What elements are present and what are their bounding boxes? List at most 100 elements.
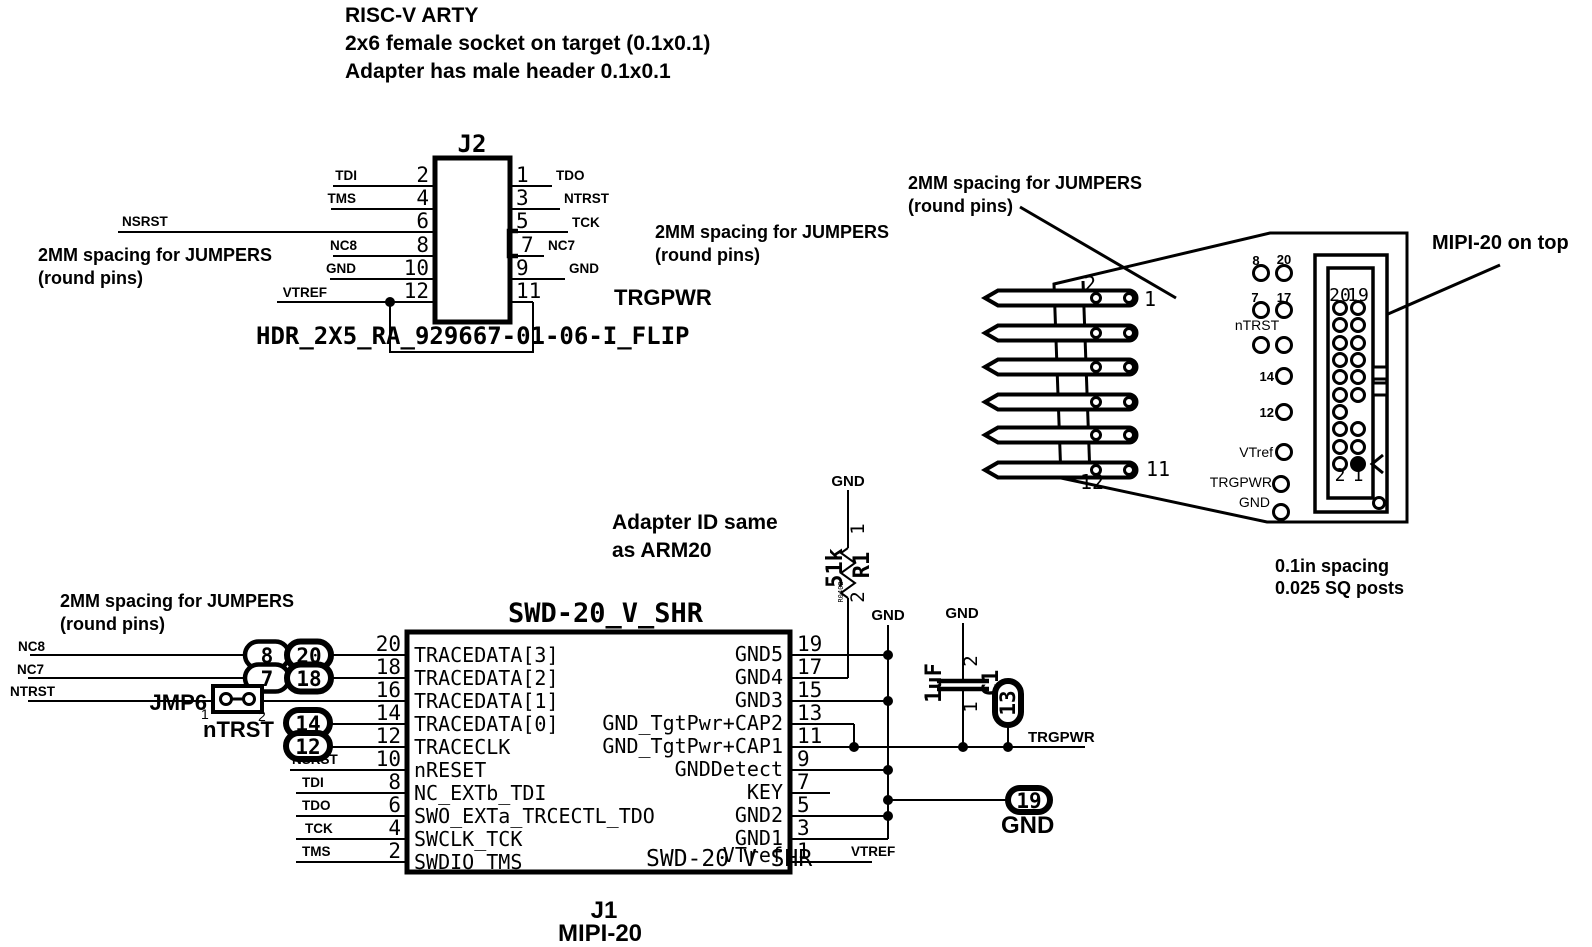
- j1-subtitle: MIPI-20: [558, 920, 642, 947]
- note-2mm-left-1: 2MM spacing for JUMPERS: [38, 245, 272, 265]
- c1-value: 1uF: [922, 663, 947, 703]
- jumper-marker-label: 13: [996, 690, 1020, 715]
- j1-pin-name: GND_TgtPwr+CAP2: [602, 711, 783, 735]
- net-label-tms: TMS: [302, 844, 331, 859]
- note-spacing-1: 0.1in spacing: [1275, 556, 1389, 576]
- jumper-marker-label: 18: [296, 667, 321, 691]
- connector-hole: [1332, 439, 1348, 455]
- connector-notch: [1371, 381, 1389, 397]
- jumper-pin: [980, 357, 1139, 377]
- j1-pin-name: TRACEDATA[3]: [414, 643, 559, 667]
- j2-pin-number: 6: [416, 209, 429, 233]
- jmp6-pin1-number: 1: [201, 706, 209, 722]
- j1-symbol-box: [404, 629, 793, 875]
- connector-hole: [1350, 421, 1366, 437]
- r1-pin2-number: 2: [847, 591, 869, 602]
- connector-hole: [1350, 300, 1366, 316]
- j1-pin-number: 17: [797, 655, 822, 679]
- j1-pin-name: KEY: [747, 780, 783, 804]
- j1-pin-name: TRACECLK: [414, 735, 510, 759]
- j1-symbol-title: SWD-20_V_SHR: [508, 598, 704, 629]
- pad-label: 7: [1251, 290, 1258, 305]
- j1-pin-name: TRACEDATA[2]: [414, 666, 559, 690]
- junction-dot: [883, 765, 893, 775]
- j1-pin-number: 3: [797, 816, 810, 840]
- pin-hole: [1090, 429, 1102, 441]
- pad-20: [1275, 264, 1293, 282]
- trgpwr-net-label: TRGPWR: [1028, 729, 1095, 746]
- jumper-pin1-label: 1: [1144, 287, 1156, 311]
- j1-pin-number: 19: [797, 632, 822, 656]
- j2-pin-number: 3: [516, 186, 529, 210]
- trgpwr-flag-label: TRGPWR: [614, 285, 712, 310]
- junction-dot: [883, 811, 893, 821]
- net-label-ntrst: NTRST: [10, 684, 56, 699]
- net-label-nc8: NC8: [330, 238, 357, 253]
- connector-hole: [1332, 369, 1348, 385]
- r1-gnd-label: GND: [831, 473, 865, 490]
- pad-12: [1275, 403, 1293, 421]
- pin-hole: [1123, 292, 1135, 304]
- gnd-bus-label: GND: [871, 607, 905, 624]
- j2-pin-number: 7: [521, 233, 534, 257]
- callout-line-jumpers: [1019, 205, 1177, 300]
- connector-index-hole: [1372, 496, 1386, 510]
- j2-footprint-label: HDR_2X5_RA_929667-01-06-I_FLIP: [256, 322, 689, 350]
- j1-pin-number: 14: [376, 701, 401, 725]
- note-2mm-left-2: (round pins): [38, 268, 143, 288]
- j1-pin-name: SWCLK_TCK: [414, 827, 522, 851]
- c1-capacitor: GND 1uF 2 C1 1: [922, 605, 1004, 747]
- connector-hole: [1332, 317, 1348, 333]
- connector-pin1-label: 1: [1353, 465, 1364, 486]
- j2-pin-number: 5: [516, 209, 529, 233]
- c1-pin1-number: 1: [960, 701, 982, 712]
- j2-pin-number: 8: [416, 233, 429, 257]
- note-2mm-top-2: (round pins): [908, 196, 1013, 216]
- j1-pin-name: SWO_EXTa_TRCECTL_TDO: [414, 804, 655, 828]
- net-label-tdi: TDI: [302, 775, 324, 790]
- junction-dot: [883, 696, 893, 706]
- j1-section: 2MM spacing for JUMPERS (round pins) Ada…: [10, 473, 1095, 947]
- j2-pin-number: 12: [404, 279, 429, 303]
- connector-hole-key-row: [1332, 404, 1348, 420]
- vtref-net-label: VTREF: [851, 844, 895, 859]
- pin-hole: [1123, 464, 1135, 476]
- connector-hole: [1332, 335, 1348, 351]
- pad-label: 14: [1260, 369, 1275, 384]
- pin-hole: [1090, 327, 1102, 339]
- j1-pin-name: SWDIO_TMS: [414, 850, 522, 874]
- note-2mm-mid-2: (round pins): [655, 245, 760, 265]
- pin-hole: [1123, 361, 1135, 373]
- j2-pin-number: 10: [404, 256, 429, 280]
- pad-label-trgpwr: TRGPWR: [1210, 474, 1272, 490]
- note-2mm-top-1: 2MM spacing for JUMPERS: [908, 173, 1142, 193]
- connector-hole: [1350, 439, 1366, 455]
- note-spacing-2: 0.025 SQ posts: [1275, 578, 1404, 598]
- j1-pin-name: TRACEDATA[1]: [414, 689, 559, 713]
- note-adapter-id-2: as ARM20: [612, 539, 712, 562]
- junction-dot: [849, 742, 859, 752]
- jumper-pin-row: [980, 288, 1139, 480]
- jmp6-jumper: JMP6 1 2 nTRST: [150, 684, 274, 742]
- jumper-marker-18: [284, 661, 334, 695]
- j1-pin-name: GND1: [735, 826, 783, 850]
- connector-hole: [1332, 456, 1348, 472]
- connector-notch: [1371, 365, 1389, 381]
- connector-hole: [1332, 300, 1348, 316]
- connector-pin2-label: 2: [1335, 465, 1346, 486]
- net-label-nc7: NC7: [17, 662, 44, 677]
- j1-pin-number: 9: [797, 747, 810, 771]
- pin-hole: [1090, 361, 1102, 373]
- pad-14: [1275, 367, 1293, 385]
- j1-pin-number: 15: [797, 678, 822, 702]
- j1-pin-name: nRESET: [414, 758, 486, 782]
- j1-pin-number: 4: [388, 816, 401, 840]
- j1-pin-name: GND_TgtPwr+CAP1: [602, 734, 783, 758]
- connector-hole: [1350, 369, 1366, 385]
- connector-hole: [1350, 317, 1366, 333]
- jumper-pin12-label: 12: [1080, 470, 1104, 494]
- j1-pin-number: 2: [388, 839, 401, 863]
- note-male-header: Adapter has male header 0.1x0.1: [345, 60, 671, 83]
- note-2mm-bottom-2: (round pins): [60, 614, 165, 634]
- mipi20-connector: 20 19 2 1: [1313, 253, 1389, 514]
